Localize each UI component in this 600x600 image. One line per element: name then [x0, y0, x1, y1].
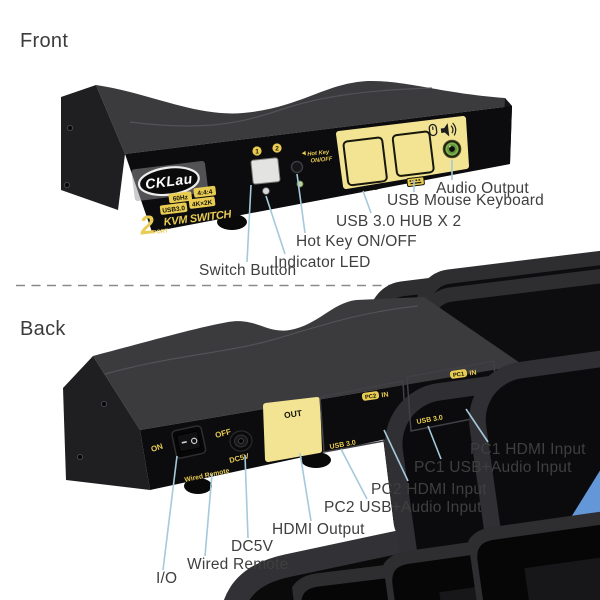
indicator-led-1	[262, 187, 270, 195]
callout-label-switch-button: Switch Button	[199, 262, 297, 279]
kbm-ports-outline	[391, 130, 435, 177]
callout-label-io: I/O	[156, 570, 178, 587]
badge-4k2k-text: 4K×2K	[192, 199, 213, 208]
line-pc1-usb-audio	[427, 425, 442, 460]
pc1-badge	[449, 369, 468, 379]
speaker-icon	[440, 122, 457, 137]
back-device-top-face	[93, 297, 523, 430]
port-word: PORT	[153, 228, 170, 236]
arrow-left-icon	[301, 150, 306, 156]
pc1-in-caption: PC1 IN	[449, 369, 477, 379]
line-wired-remote	[204, 473, 213, 557]
callout-label-pc1-usb-audio: PC1 USB+Audio Input	[414, 459, 572, 476]
screw-icon	[76, 453, 84, 461]
screw-icon	[63, 181, 71, 189]
front-device-top-seam	[129, 87, 433, 127]
line-pc1-hdmi	[465, 408, 489, 443]
line-io	[162, 455, 178, 571]
hotkey-caption-line2: ON/OFF	[310, 156, 333, 164]
callout-label-usb-hub: USB 3.0 HUB X 2	[336, 213, 462, 230]
badge-444	[193, 185, 217, 198]
pc1-badge-text: PC1	[453, 371, 466, 379]
pc2-badge	[361, 391, 380, 401]
screw-icon	[100, 400, 108, 408]
callout-label-hotkey: Hot Key ON/OFF	[296, 233, 417, 250]
line-pc2-usb-audio	[340, 448, 368, 500]
callout-lines	[162, 160, 489, 571]
badge-usb30-text: USB3.0	[162, 205, 186, 215]
line-switch-button	[246, 184, 252, 263]
dc-jack	[229, 430, 253, 452]
badge-usb30	[159, 202, 188, 215]
line-indicator-led	[265, 195, 286, 255]
pc2-in-caption: PC2 IN	[361, 391, 389, 401]
callout-label-pc1-hdmi: PC1 HDMI Input	[470, 441, 586, 458]
port-number-1-text: 1	[255, 148, 259, 155]
hotkey-caption-line1: Hot Key	[307, 149, 330, 157]
pc2-in-word: IN	[381, 391, 389, 399]
callout-label-hdmi-output: HDMI Output	[272, 521, 365, 538]
badge-60hz	[168, 191, 193, 204]
screw-icon	[66, 124, 74, 132]
badge-444-text: 4:4:4	[197, 189, 213, 198]
front-section-title: Front	[20, 30, 69, 52]
pc1-input-group: USB 3.0 PC1 IN	[406, 310, 600, 600]
pc1-in-word: IN	[469, 369, 477, 377]
callout-label-audio-output: Audio Output	[436, 180, 529, 197]
port-number-1-mark	[252, 146, 262, 156]
keyboard-mouse-ports	[391, 130, 600, 527]
power-switch	[171, 425, 207, 459]
front-controls: 1 2 Hot Key ON/OFF	[250, 143, 333, 195]
pc1-usb-port-label: USB 3.0	[416, 414, 443, 426]
hotkey-caption: Hot Key ON/OFF	[301, 149, 333, 165]
usb-hub-ports: 3.0HUB	[342, 136, 600, 552]
callout-label-usb-mouse-keyboard: USB Mouse Keyboard	[387, 192, 544, 209]
back-section-title: Back	[20, 318, 66, 340]
badge-4k2k	[188, 196, 216, 209]
audio-jack	[442, 139, 462, 159]
callout-label-indicator-led: Indicator LED	[274, 254, 371, 271]
port-number-2-text: 2	[275, 145, 279, 152]
pc2-badge-text: PC2	[365, 393, 377, 401]
back-device: ON OFF DC5V Wired Remote OUT USB 3.0 PC2…	[63, 297, 600, 600]
front-device-left-face	[61, 85, 125, 210]
back-device-top-seam	[104, 305, 419, 375]
line-hdmi-output	[299, 452, 312, 522]
pc2-usb-port-label: USB 3.0	[329, 439, 356, 451]
port-number-2-mark	[272, 143, 282, 153]
keyboard-icon	[406, 176, 425, 187]
power-off-label: OFF	[214, 427, 232, 440]
callout-label-dc5v: DC5V	[231, 538, 274, 555]
brand-name: CKLau	[144, 170, 193, 192]
hdmi-out-label: OUT	[283, 408, 303, 421]
badge-60hz-text: 60Hz	[172, 194, 189, 203]
line-hotkey	[296, 173, 306, 234]
usb-hub-outline	[342, 136, 388, 187]
hub-port-label: 3.0HUB	[356, 184, 379, 194]
port-count: 2	[137, 209, 157, 241]
callout-label-wired-remote: Wired Remote	[187, 556, 289, 573]
device-foot	[301, 452, 331, 468]
line-pc2-hdmi	[383, 429, 409, 482]
front-device-top-face	[96, 80, 512, 154]
line-dc5v	[244, 454, 249, 539]
brand-logo: CKLau	[131, 160, 209, 202]
switch-button	[250, 157, 281, 185]
hdmi-out-panel	[263, 397, 322, 462]
pc2-input-group: USB 3.0 PC2 IN	[319, 329, 600, 600]
mouse-icon	[428, 123, 438, 137]
power-switch-rocker	[176, 430, 201, 453]
callout-label-pc2-usb-audio: PC2 USB+Audio Input	[324, 499, 482, 516]
power-on-label: ON	[150, 442, 164, 454]
front-device: CKLau 60Hz 4:4:4 USB3.0 4K×2K 2 PORT KVM…	[61, 80, 600, 552]
device-foot	[184, 478, 212, 494]
back-device-left-face	[63, 356, 150, 490]
hotkey-button	[290, 160, 304, 174]
line-usb-hub	[362, 190, 372, 214]
power-off-mark	[190, 437, 198, 445]
power-on-mark	[181, 440, 187, 444]
callout-label-pc2-hdmi: PC2 HDMI Input	[371, 481, 487, 498]
